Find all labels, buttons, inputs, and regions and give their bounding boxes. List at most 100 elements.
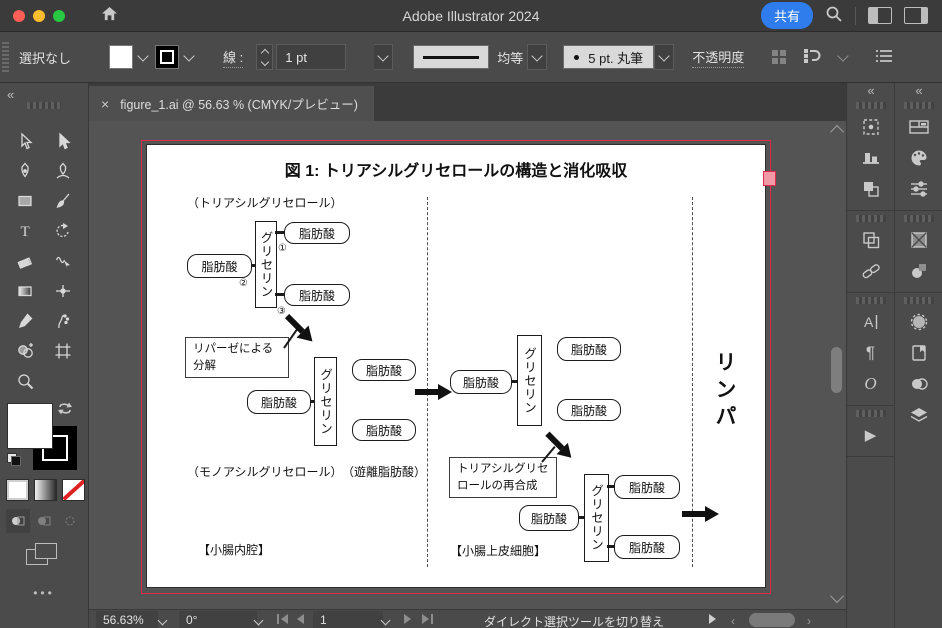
search-icon[interactable] [825,5,843,26]
close-window-button[interactable] [13,9,25,22]
glycerol-box-tag2[interactable]: グリセリン [584,474,609,562]
default-fill-stroke-icon[interactable] [7,453,21,466]
absorption-arrow-icon[interactable] [415,384,452,403]
tool-curvature[interactable] [44,156,82,186]
fatty-acid-box[interactable]: 脂肪酸 [352,419,416,441]
glycerol-box-tag[interactable]: グリセリン [255,221,277,308]
next-artboard-button[interactable] [404,614,411,624]
transparency-panel-icon[interactable] [895,368,942,399]
fatty-acid-box[interactable]: 脂肪酸 [614,535,680,559]
fill-swatch[interactable] [7,403,53,449]
tool-rotate[interactable] [44,216,82,246]
panel-drag-handle[interactable] [903,215,934,222]
fatty-acid-box[interactable]: 脂肪酸 [614,475,680,499]
draw-behind-mode-button[interactable] [32,509,56,533]
recolor-artwork-icon[interactable] [772,50,787,64]
tools-collapse-icon[interactable]: « [7,87,14,102]
stroke-chevron-down-icon[interactable] [183,49,195,62]
screen-mode-button[interactable] [26,543,57,567]
glycerol-box-mag[interactable]: グリセリン [314,357,337,446]
stroke-color-swatch[interactable] [155,45,180,69]
graphic-style-icon[interactable] [802,47,821,68]
vertical-scrollbar[interactable] [829,121,845,609]
panel-drag-handle[interactable] [903,102,934,109]
brush-chevron-icon[interactable] [654,44,675,70]
vertical-scroll-thumb[interactable] [831,347,842,393]
resynthesis-box[interactable]: トリアシルグリセロールの再合成 [449,457,557,499]
gradient-panel-icon[interactable] [895,224,942,255]
dock2-collapse-icon[interactable]: « [915,83,922,98]
tool-selection[interactable] [6,126,44,156]
tool-rectangle[interactable] [6,186,44,216]
appearance-panel-icon[interactable] [895,255,942,286]
document-tab[interactable]: × figure_1.ai @ 56.63 % (CMYK/プレビュー) [89,86,374,121]
tool-shaper[interactable] [44,246,82,276]
color-panel-icon[interactable] [895,111,942,142]
tool-eraser[interactable] [6,246,44,276]
last-artboard-button[interactable] [422,614,433,624]
menu-list-icon[interactable] [875,49,893,66]
artboard-number-field[interactable]: 1 [313,611,383,628]
fill-chevron-down-icon[interactable] [137,49,149,62]
stroke-width-stepper[interactable] [256,44,274,70]
none-button[interactable] [62,479,85,501]
dashed-divider-1[interactable] [427,197,428,567]
figure-title[interactable]: 図 1: トリアシルグリセロールの構造と消化吸収 [284,163,628,180]
lipase-box[interactable]: リパーゼによる分解 [185,337,289,379]
tool-type[interactable]: T [6,216,44,246]
stroke-profile-preview[interactable] [413,45,490,69]
tool-zoom[interactable] [6,366,44,396]
brush-selector[interactable]: 5 pt. 丸筆 [563,45,655,69]
swap-fill-stroke-icon[interactable] [57,401,73,419]
lymph-arrow-icon[interactable] [682,506,719,525]
opacity-link[interactable]: 不透明度 [692,47,745,68]
fatty-acid-box[interactable]: 脂肪酸 [557,399,621,421]
zoom-window-button[interactable] [53,9,65,22]
zoom-chevron-icon[interactable] [157,615,168,626]
fatty-acid-box[interactable]: 脂肪酸 [187,254,252,278]
dock1-collapse-icon[interactable]: « [867,83,874,98]
draw-inside-mode-button[interactable] [58,509,82,533]
panel-drag-handle[interactable] [855,297,886,304]
circled-number-2[interactable]: ② [239,278,248,289]
fatty-acid-box[interactable]: 脂肪酸 [284,284,350,306]
scroll-down-icon[interactable] [829,588,845,604]
scroll-left-icon[interactable]: ‹ [731,614,735,628]
links-panel-icon[interactable] [847,255,894,286]
scroll-up-icon[interactable] [829,124,845,140]
first-artboard-button[interactable] [277,614,288,624]
tool-eyedropper[interactable] [6,306,44,336]
gradient-button[interactable] [34,479,57,501]
tool-artboard[interactable] [44,336,82,366]
brushes-panel-icon[interactable] [895,306,942,337]
tag-label[interactable]: （トリアシルグリセロール） [187,196,343,210]
fatty-acid-box[interactable]: 脂肪酸 [557,337,621,361]
fatty-acid-box[interactable]: 脂肪酸 [247,390,311,414]
share-button[interactable]: 共有 [760,2,813,29]
controlbar-grip[interactable] [2,40,9,74]
panel-drag-handle[interactable] [855,410,886,417]
circled-number-3[interactable]: ③ [277,306,286,317]
stroke-link-label[interactable]: 線 : [223,47,244,68]
glycerol-box-epithelium[interactable]: グリセリン [517,335,542,426]
home-icon[interactable] [101,6,118,25]
dashed-divider-2[interactable] [692,197,693,567]
opentype-panel-icon[interactable]: O [864,373,877,393]
artboard[interactable]: 図 1: トリアシルグリセロールの構造と消化吸収 （トリアシルグリセロール） グ… [146,144,766,588]
lumen-label[interactable]: 【小腸内腔】 [198,543,271,557]
fatty-acid-box[interactable]: 脂肪酸 [450,370,512,394]
paragraph-panel-icon[interactable]: ¶ [865,342,876,362]
panel-drag-handle[interactable] [855,215,886,222]
libraries-panel-icon[interactable] [895,337,942,368]
style-chevron-icon[interactable] [837,49,849,62]
circled-number-1[interactable]: ① [278,243,287,254]
edit-toolbar-dots-icon[interactable]: ••• [33,586,55,600]
zoom-level-field[interactable]: 56.63% [96,611,158,628]
rotation-field[interactable]: 0° [179,611,257,628]
pathfinder-panel-icon[interactable] [847,173,894,204]
artboards-panel-icon[interactable] [847,224,894,255]
character-panel-icon[interactable]: A [847,306,894,337]
color-guide-panel-icon[interactable] [895,173,942,204]
color-button[interactable] [6,479,29,501]
tool-symbol-sprayer[interactable] [44,306,82,336]
